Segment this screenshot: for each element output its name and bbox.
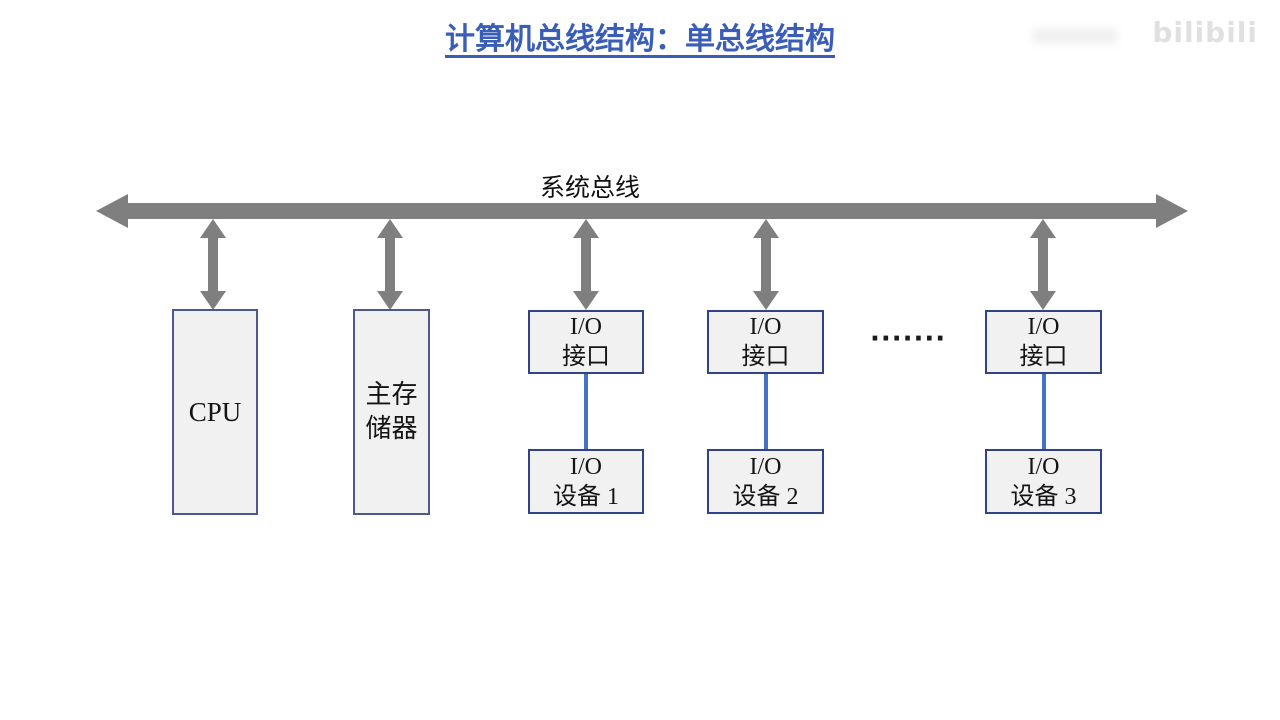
- arrowhead-down-icon: [200, 291, 226, 310]
- io-connector-line-1: [584, 374, 588, 450]
- bus-branch-arrow-cpu: [200, 219, 226, 310]
- io-interface-box-2: I/O 接口: [707, 310, 824, 374]
- arrowhead-up-icon: [1030, 219, 1056, 238]
- cpu-label: CPU: [188, 397, 242, 427]
- io-interface-box-1: I/O 接口: [528, 310, 644, 374]
- io-device-box-3: I/O 设备 3: [985, 449, 1102, 514]
- page-title: 计算机总线结构：单总线结构: [445, 23, 835, 56]
- io-interface-label: I/O: [1027, 314, 1060, 340]
- io-interface-label: I/O: [749, 314, 782, 340]
- arrowhead-up-icon: [200, 219, 226, 238]
- io-device-box-1: I/O 设备 1: [528, 449, 644, 514]
- arrowhead-down-icon: [1030, 291, 1056, 310]
- io-connector-line-2: [764, 374, 768, 450]
- bus-shaft: [127, 203, 1157, 219]
- io-device-label: I/O: [1027, 453, 1060, 480]
- arrowhead-up-icon: [573, 219, 599, 238]
- io-interface-box-3: I/O 接口: [985, 310, 1102, 374]
- io-interface-label: 接口: [562, 344, 610, 370]
- main-memory-box: 主存 储器: [353, 309, 430, 515]
- memory-label-line1: 主存: [365, 380, 418, 409]
- io-device-label: 设备 3: [1010, 483, 1077, 510]
- io-interface-label: 接口: [1019, 344, 1068, 370]
- arrowhead-up-icon: [377, 219, 403, 238]
- memory-label-line2: 储器: [365, 414, 418, 443]
- uploader-watermark-smudge: [1032, 28, 1118, 44]
- bus-arrowhead-right-icon: [1156, 194, 1188, 228]
- ellipsis: ·······: [870, 324, 947, 354]
- bus-branch-arrow-io1: [573, 219, 599, 310]
- bus-branch-arrow-memory: [377, 219, 403, 310]
- cpu-box: CPU: [172, 309, 258, 515]
- io-connector-line-3: [1042, 374, 1046, 450]
- arrowhead-down-icon: [573, 291, 599, 310]
- io-device-label: I/O: [749, 453, 782, 480]
- bus-branch-arrow-io3: [1030, 219, 1056, 310]
- system-bus-label: 系统总线: [540, 173, 641, 202]
- io-interface-label: I/O: [570, 314, 602, 340]
- bus-arrowhead-left-icon: [96, 194, 128, 228]
- arrowhead-down-icon: [753, 291, 779, 310]
- io-device-box-2: I/O 设备 2: [707, 449, 824, 514]
- io-device-label: 设备 2: [732, 483, 799, 510]
- bus-branch-arrow-io2: [753, 219, 779, 310]
- arrowhead-down-icon: [377, 291, 403, 310]
- io-device-label: 设备 1: [553, 483, 619, 510]
- arrowhead-up-icon: [753, 219, 779, 238]
- io-interface-label: 接口: [741, 344, 790, 370]
- bilibili-watermark: bilibili: [1152, 16, 1258, 49]
- io-device-label: I/O: [570, 453, 602, 480]
